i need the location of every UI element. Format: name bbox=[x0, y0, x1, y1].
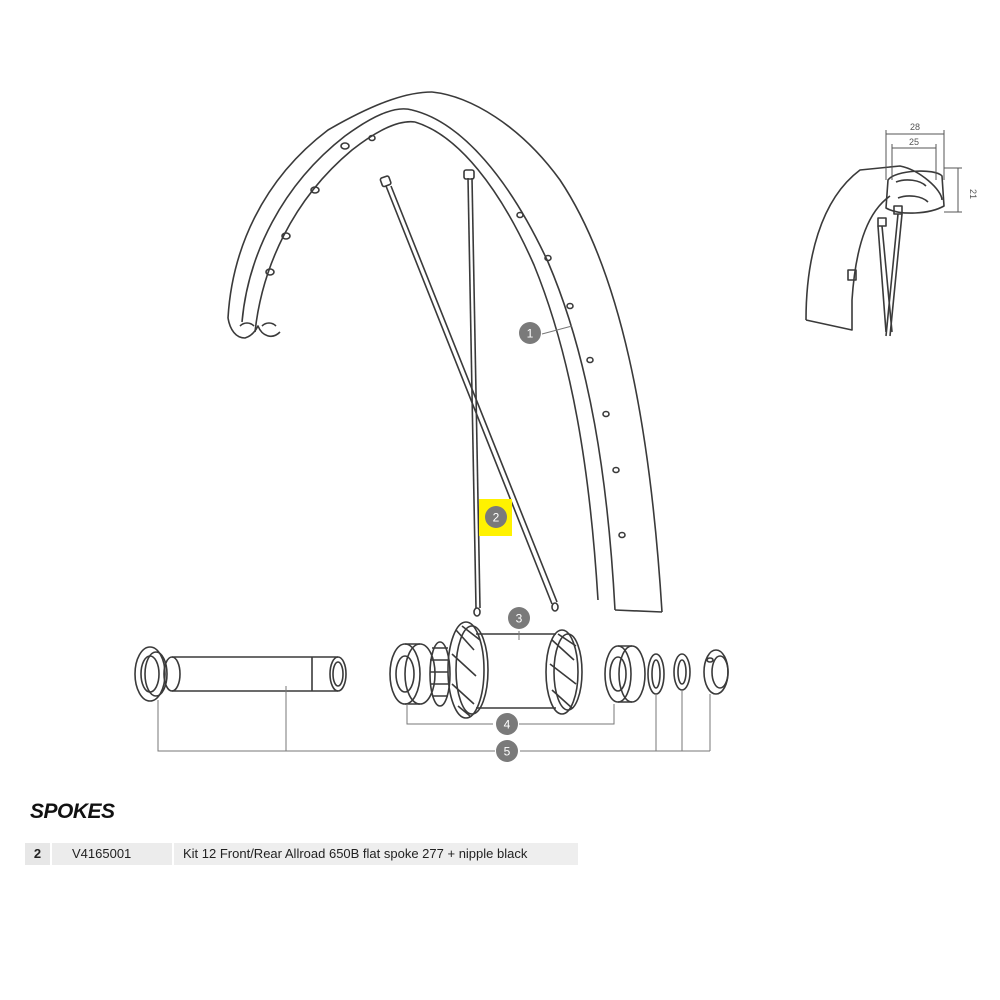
callout-5-label: 5 bbox=[504, 745, 511, 759]
callout-3[interactable]: 3 bbox=[508, 607, 530, 629]
spokes-drawing bbox=[379, 169, 559, 617]
rim-profile-detail bbox=[805, 165, 945, 337]
callout-1-circle bbox=[519, 322, 541, 344]
part-code: V4165001 bbox=[52, 843, 172, 865]
callout-4[interactable]: 4 bbox=[496, 713, 518, 735]
dimension-inner-width: 25 bbox=[909, 137, 919, 147]
callout-1[interactable]: 1 bbox=[519, 322, 541, 344]
rim-drawing bbox=[227, 91, 663, 613]
part-description: Kit 12 Front/Rear Allroad 650B flat spok… bbox=[174, 843, 578, 865]
rim-dimensions bbox=[885, 130, 962, 213]
callout-1-label: 1 bbox=[527, 327, 534, 341]
callout-5[interactable]: 5 bbox=[496, 740, 518, 762]
callout-2-label: 2 bbox=[493, 511, 500, 525]
callout-4-circle bbox=[496, 713, 518, 735]
part-ref: 2 bbox=[25, 843, 50, 865]
callout-5-circle bbox=[496, 740, 518, 762]
callout-2[interactable]: 2 bbox=[485, 506, 507, 528]
leader-lines bbox=[157, 325, 711, 752]
parts-table-row[interactable]: 2 V4165001 Kit 12 Front/Rear Allroad 650… bbox=[25, 843, 578, 865]
callout-2-circle bbox=[485, 506, 507, 528]
callout-3-label: 3 bbox=[516, 612, 523, 626]
section-title: SPOKES bbox=[30, 800, 115, 823]
callout-4-label: 4 bbox=[504, 718, 511, 732]
dimension-height: 21 bbox=[968, 189, 978, 199]
dimension-outer-width: 28 bbox=[910, 122, 920, 132]
hub-drawing bbox=[134, 621, 729, 719]
callout-3-circle bbox=[508, 607, 530, 629]
